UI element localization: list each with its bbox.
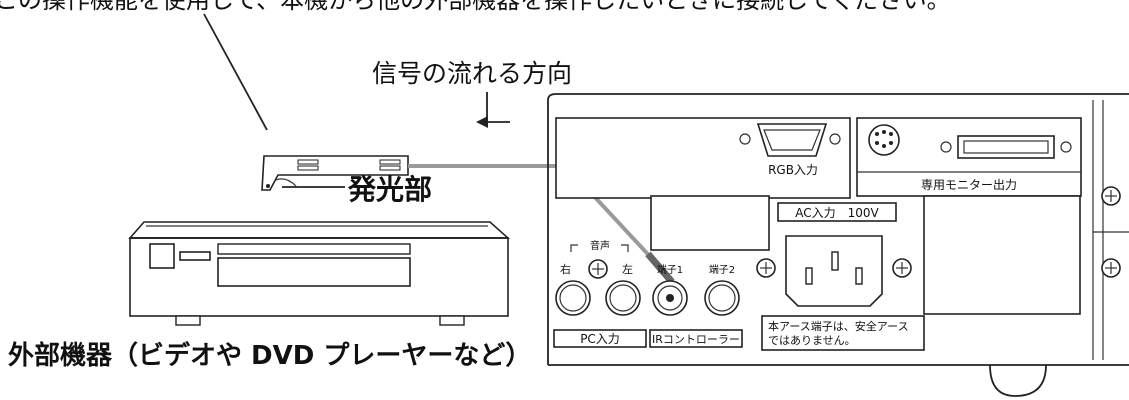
top-caption: この操作機能を使用して、本機から他の外部機器を操作したいときに接続してください。 (0, 0, 951, 14)
audio-bracket (570, 244, 578, 252)
unit-foot (989, 364, 1047, 397)
audio-left-label: 左 (622, 263, 633, 276)
rgb-connector (739, 123, 841, 157)
earth-note-box (761, 315, 925, 351)
earth-note-line2: ではありません。 (768, 334, 856, 347)
device-foot (439, 315, 465, 326)
audio-jack-left (605, 280, 641, 316)
rgb-input-label: RGB入力 (768, 163, 818, 177)
blank-plate-right (923, 195, 1081, 315)
monitor-output-label: 専用モニター出力 (921, 178, 1017, 192)
screw-icon (892, 258, 912, 278)
device-button (179, 251, 211, 261)
blank-plate (650, 195, 770, 251)
external-device (128, 221, 511, 326)
terminal2-label: 端子2 (709, 263, 735, 276)
screw-icon (1101, 186, 1121, 206)
ir-terminal1-jack (652, 280, 688, 316)
screw-icon (588, 259, 608, 279)
main-unit-back-panel: RGB入力 専用モニター出力 AC入力 100V (547, 93, 1129, 397)
screw-icon (1101, 258, 1121, 278)
ir-controller-box (649, 329, 743, 348)
audio-label: 音声 (590, 239, 610, 252)
ir-controller-label: IRコントローラー (652, 333, 740, 346)
device-display (149, 243, 175, 269)
caption-pointer-line (203, 13, 268, 131)
pc-input-label: PC入力 (580, 332, 620, 346)
device-door (217, 257, 411, 287)
earth-note-line1: 本アース端子は、安全アース (768, 319, 909, 333)
terminal1-label: 端子1 (657, 263, 683, 276)
device-tray-slot (217, 243, 411, 255)
ac-input-label: AC入力 100V (795, 206, 879, 220)
audio-right-label: 右 (560, 262, 571, 276)
signal-direction-label: 信号の流れる方向 (372, 59, 572, 88)
audio-jack-right (555, 280, 591, 316)
ir-emitter (261, 155, 409, 191)
screw-icon (756, 258, 776, 278)
ac-inlet (785, 235, 883, 307)
signal-arrow-head (476, 116, 488, 128)
emitter-label: 発光部 (347, 173, 432, 206)
monitor-connector (868, 124, 1072, 159)
pc-input-box (553, 329, 647, 348)
device-foot (175, 315, 201, 326)
ac-input-label-box (777, 202, 897, 222)
external-device-label: 外部機器（ビデオや DVD プレーヤーなど） (8, 340, 531, 371)
cable-plug (645, 251, 675, 285)
ir-terminal2-jack (704, 280, 740, 316)
